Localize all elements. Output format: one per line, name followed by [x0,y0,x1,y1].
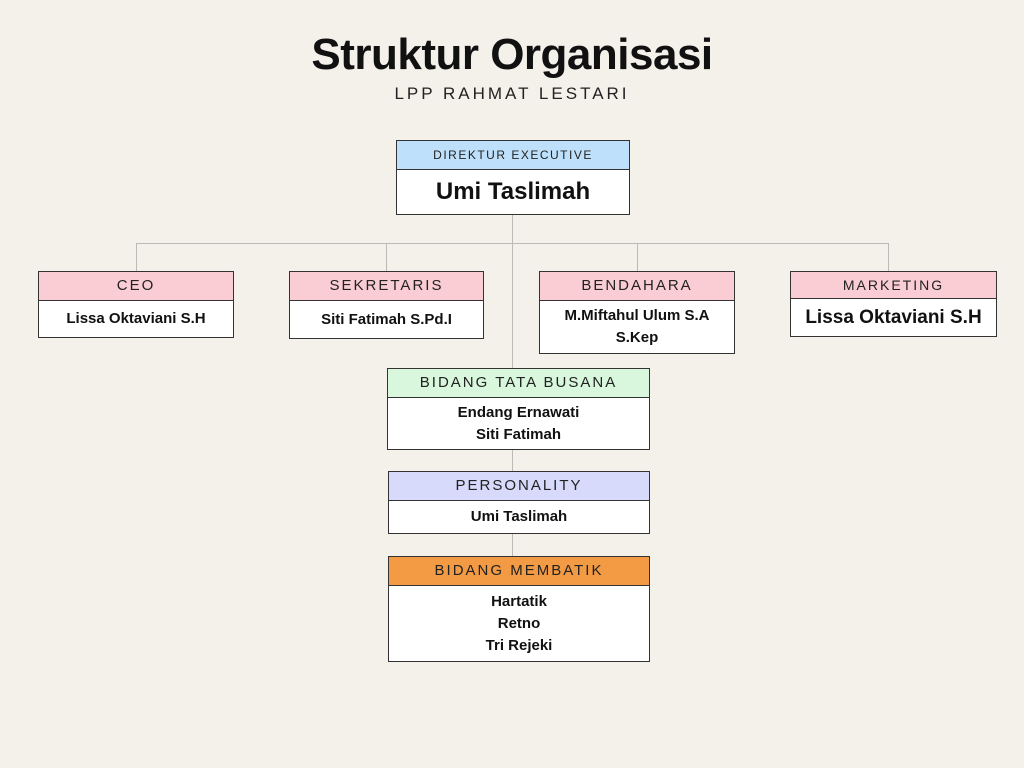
node-tata-busana: BIDANG TATA BUSANA Endang Ernawati Siti … [387,368,650,450]
person-name: Hartatik [491,592,547,610]
person-name: Retno [497,614,541,632]
node-personality: PERSONALITY Umi Taslimah [388,471,650,534]
person-name: Umi Taslimah [470,508,568,525]
node-names: Umi Taslimah [397,170,629,214]
person-name: Siti Fatimah S.Pd.I [321,310,452,328]
person-name: Tri Rejeki [485,636,553,654]
person-name: Endang Ernawati [457,403,580,421]
node-role-label: SEKRETARIS [290,272,483,301]
person-name: Siti Fatimah [475,425,561,443]
page-title: Struktur Organisasi [311,30,713,79]
node-bendahara: BENDAHARA M.Miftahul Ulum S.A S.Kep [539,271,735,354]
node-names: Lissa Oktaviani S.H [791,299,996,336]
node-role-label: BIDANG TATA BUSANA [388,369,649,398]
node-names: Siti Fatimah S.Pd.I [290,301,483,338]
node-role-label: CEO [39,272,233,301]
node-marketing: MARKETING Lissa Oktaviani S.H [790,271,997,337]
node-names: Endang Ernawati Siti Fatimah [388,398,649,449]
node-sekretaris: SEKRETARIS Siti Fatimah S.Pd.I [289,271,484,339]
person-name: S.Kep [615,329,659,346]
node-names: Hartatik Retno Tri Rejeki [389,586,649,661]
node-names: Lissa Oktaviani S.H [39,301,233,337]
person-name: Lissa Oktaviani S.H [66,310,206,327]
node-membatik: BIDANG MEMBATIK Hartatik Retno Tri Rejek… [388,556,650,662]
person-name: Umi Taslimah [435,178,591,205]
node-names: M.Miftahul Ulum S.A S.Kep [540,301,734,353]
node-names: Umi Taslimah [389,501,649,533]
node-role-label: MARKETING [791,272,996,299]
node-role-label: BIDANG MEMBATIK [389,557,649,586]
person-name: Lissa Oktaviani S.H [805,306,982,328]
page-subtitle: LPP RAHMAT LESTARI [394,84,630,103]
person-name: M.Miftahul Ulum S.A [564,307,710,324]
node-role-label: DIREKTUR EXECUTIVE [397,141,629,170]
node-director: DIREKTUR EXECUTIVE Umi Taslimah [396,140,630,215]
node-role-label: BENDAHARA [540,272,734,301]
node-ceo: CEO Lissa Oktaviani S.H [38,271,234,338]
node-role-label: PERSONALITY [389,472,649,501]
